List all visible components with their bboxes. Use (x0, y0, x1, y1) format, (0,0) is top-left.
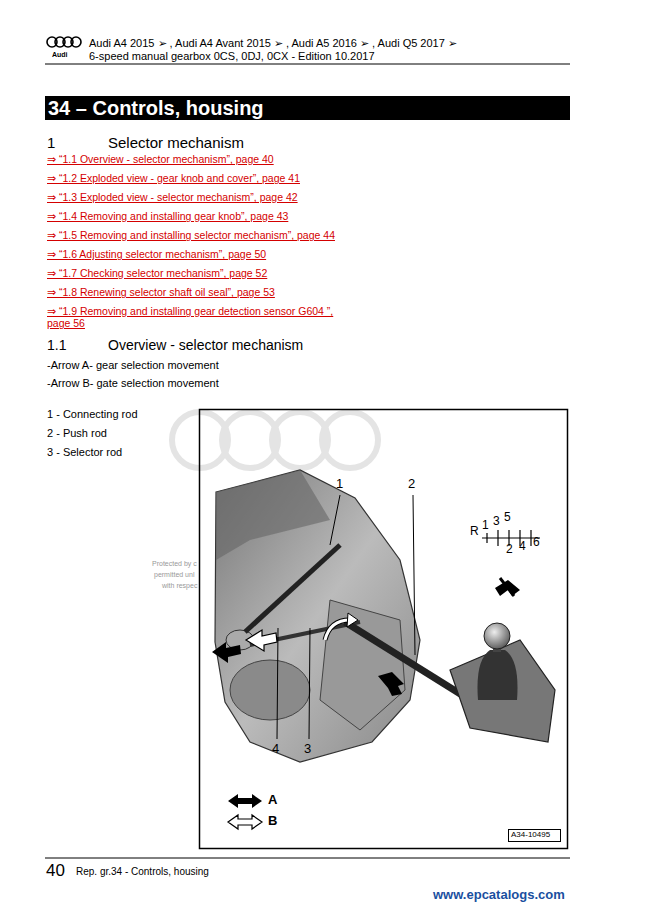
callout-number: 2 (408, 477, 415, 492)
legend-text: A (268, 793, 277, 808)
title-bar (45, 96, 570, 120)
legend-arrow-white (228, 815, 262, 829)
callout-number: 3 (304, 742, 311, 757)
figure-id-box (509, 830, 561, 842)
toc-link: ⇒ “1.5 Removing and installing selector … (47, 229, 335, 241)
toc-link: ⇒ “1.4 Removing and installing gear knob… (47, 210, 288, 222)
footer-text: Rep. gr.34 - Controls, housing (76, 866, 209, 878)
subsection-heading: Overview - selector mechanism (108, 337, 303, 353)
watermark-rings (172, 412, 378, 468)
section-number: 1 (47, 134, 55, 151)
legend-text: B (268, 814, 277, 829)
figure-id: A34-10495 (511, 830, 550, 839)
toc-link: ⇒ “1.2 Exploded view - gear knob and cov… (47, 172, 300, 184)
watermark-text: permitted unl (154, 571, 194, 579)
toc-link: ⇒ “1.7 Checking selector mechanism”, pag… (47, 267, 267, 279)
toc-link: ⇒ “1.1 Overview - selector mechanism”, p… (47, 153, 274, 165)
gearbox-symbol (495, 578, 520, 596)
watermark-text: with respec (162, 582, 197, 590)
gear-position: 6 (533, 536, 540, 550)
gear-position: R (470, 525, 479, 539)
watermark-url: www.epcatalogs.com (433, 888, 565, 903)
gear-position: 5 (504, 511, 511, 525)
figure-frame (200, 410, 568, 849)
header-text: Audi A4 2015 ➢ , Audi A4 Avant 2015 ➢ , … (89, 37, 457, 50)
page-title: 34 – Controls, housing (48, 97, 264, 120)
leader-lines (277, 495, 415, 739)
part-list-item: 2 - Push rod (47, 427, 107, 440)
note-text: -Arrow A- gear selection movement (47, 359, 219, 372)
note-text: -Arrow B- gate selection movement (47, 377, 219, 390)
part-list-item: 3 - Selector rod (47, 446, 122, 459)
gear-position: 2 (506, 543, 513, 557)
page-number: 40 (46, 861, 65, 881)
part-list-item: 1 - Connecting rod (47, 408, 138, 421)
gear-position: 3 (493, 515, 500, 529)
gear-position: 1 (482, 519, 489, 533)
toc-link: ⇒ “1.3 Exploded view - selector mechanis… (47, 191, 298, 203)
gear-position: 4 (519, 540, 526, 554)
toc-link: ⇒ “1.6 Adjusting selector mechanism”, pa… (47, 248, 266, 260)
toc-link: ⇒ “1.9 Removing and installing gear dete… (47, 305, 352, 329)
toc-link: ⇒ “1.8 Renewing selector shaft oil seal”… (47, 286, 275, 298)
callout-number: 1 (336, 477, 343, 492)
subsection-number: 1.1 (47, 337, 66, 353)
section-heading: Selector mechanism (108, 134, 244, 151)
footer-rule (45, 858, 570, 859)
logo-text: Audi (52, 51, 68, 59)
audi-logo (47, 37, 81, 47)
watermark-text: Protected by c (152, 560, 197, 568)
legend-arrow-black (228, 794, 262, 808)
gearbox-illustration (212, 470, 555, 762)
callout-number: 4 (272, 742, 279, 757)
header-text: 6-speed manual gearbox 0CS, 0DJ, 0CX - E… (89, 50, 375, 63)
header-rule (45, 64, 570, 65)
